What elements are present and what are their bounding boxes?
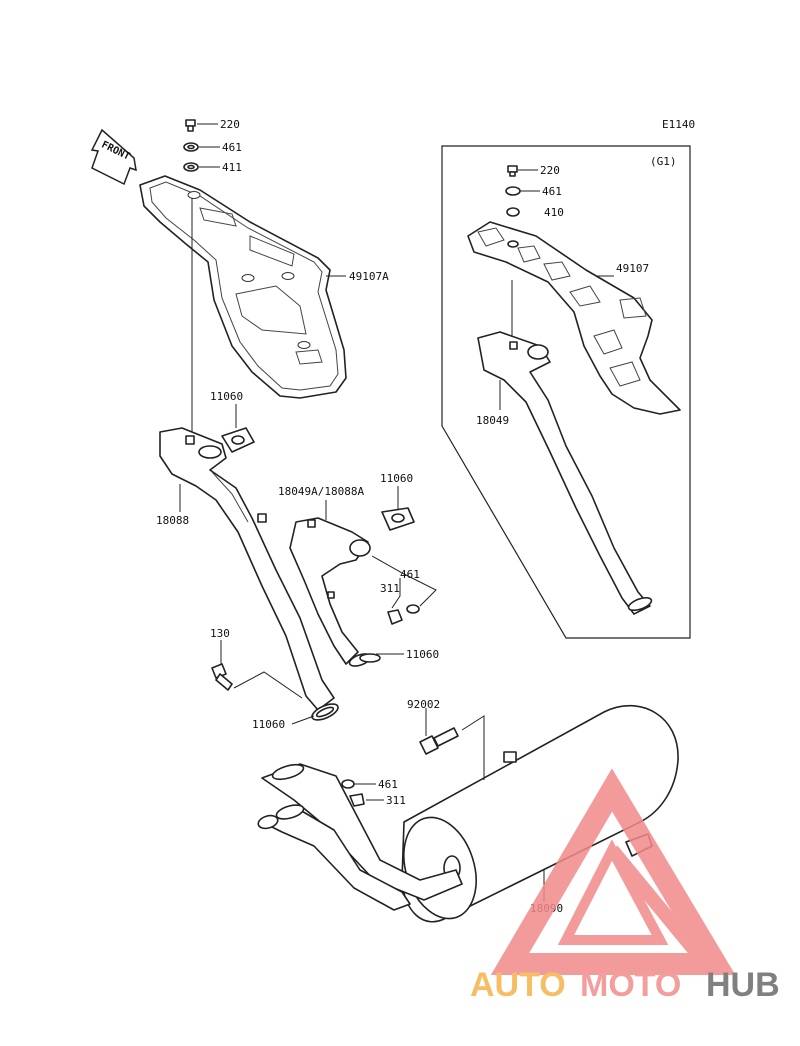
washer-461-b-icon [406,604,420,614]
label-11060-b: 11060 [380,472,413,485]
bolt-220-icon [185,119,196,132]
group-g1-inset: (G1) [441,145,691,639]
label-11060-a: 11060 [210,390,243,403]
nut-311-b-icon [349,793,365,807]
automotohub-watermark: AUTO MOTO HUB [470,768,780,1004]
bolt-220-b-icon [507,165,518,177]
collar-410-icon [506,207,520,217]
label-311: 311 [380,582,400,595]
label-92002: 92002 [407,698,440,711]
watermark-text-moto: MOTO [580,966,681,1004]
label-49107: 49107 [616,262,649,275]
label-220: 220 [220,118,240,131]
heat-guard-49107A [139,175,347,399]
exhaust-pipe-18049A [289,517,372,667]
washer-461-d-icon [505,186,521,196]
label-220-b: 220 [540,164,560,177]
label-130: 130 [210,627,230,640]
gasket-11060-c-icon [359,653,381,663]
washer-461-c-icon [341,779,355,789]
label-11060-d: 11060 [252,718,285,731]
washer-461-icon [183,142,199,152]
label-411: 411 [222,161,242,174]
label-11060-c: 11060 [406,648,439,661]
gasket-11060-b-icon [381,507,415,531]
collar-411-icon [183,162,199,172]
bolt-130-icon [211,663,233,691]
label-311-b: 311 [386,794,406,807]
label-18088: 18088 [156,514,189,527]
label-18049A-18088A: 18049A/18088A [278,485,364,498]
label-461-c: 461 [378,778,398,791]
front-arrow-icon: FRONT [90,128,137,186]
muffler-18090 [257,704,679,923]
nut-311-icon [387,609,403,625]
bolt-92002-icon [419,727,459,755]
label-49107A: 49107A [349,270,389,283]
group-label: (G1) [650,155,677,168]
exhaust-pipe-18088 [159,427,339,721]
watermark-triangle-logo [490,768,736,975]
gasket-11060-icon [221,427,255,453]
watermark-text-hub: HUB [706,966,780,1004]
diagram-code: E1140 [662,118,695,131]
label-461-d: 461 [542,185,562,198]
label-410: 410 [544,206,564,219]
label-18049: 18049 [476,414,509,427]
label-461-b: 461 [400,568,420,581]
label-461: 461 [222,141,242,154]
watermark-text-auto: AUTO [470,966,566,1004]
